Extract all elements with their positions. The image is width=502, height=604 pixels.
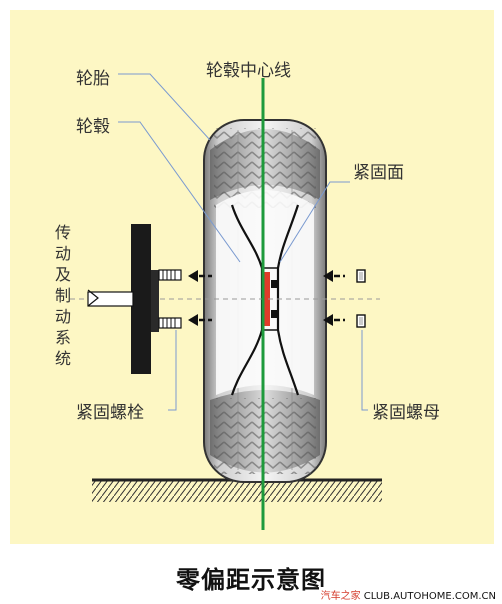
drive-brake-char: 传 — [54, 223, 71, 242]
drive-brake-char: 制 — [54, 286, 71, 305]
drive-brake-char: 及 — [54, 265, 71, 284]
drive-brake-char: 系 — [54, 328, 71, 347]
mounting-face-label: 紧固面 — [353, 163, 404, 183]
drive-brake-system — [87, 224, 182, 374]
hub-centerline-label: 轮毂中心线 — [206, 61, 291, 81]
lug-nuts — [356, 269, 366, 328]
diagram-title: 零偏距示意图 — [176, 566, 326, 594]
watermark: 汽车之家 CLUB.AUTOHOME.COM.CN — [318, 587, 498, 602]
leader-lines — [118, 73, 368, 411]
drive-brake-char: 动 — [54, 244, 71, 263]
lug-bolt-label: 紧固螺栓 — [76, 403, 144, 423]
ground — [92, 478, 382, 502]
lug-nut-label: 紧固螺母 — [372, 403, 440, 423]
tire-label: 轮胎 — [76, 69, 110, 89]
watermark-site-name: 汽车之家 — [320, 591, 361, 602]
drive-brake-char: 动 — [54, 307, 71, 326]
assembly-arrows — [188, 270, 345, 326]
hub-label: 轮毂 — [76, 117, 110, 137]
watermark-site-url: CLUB.AUTOHOME.COM.CN — [363, 591, 496, 602]
drive-brake-char: 统 — [54, 349, 71, 368]
drive-brake-system-label: 传 动 及 制 动 系 统 — [53, 222, 73, 369]
